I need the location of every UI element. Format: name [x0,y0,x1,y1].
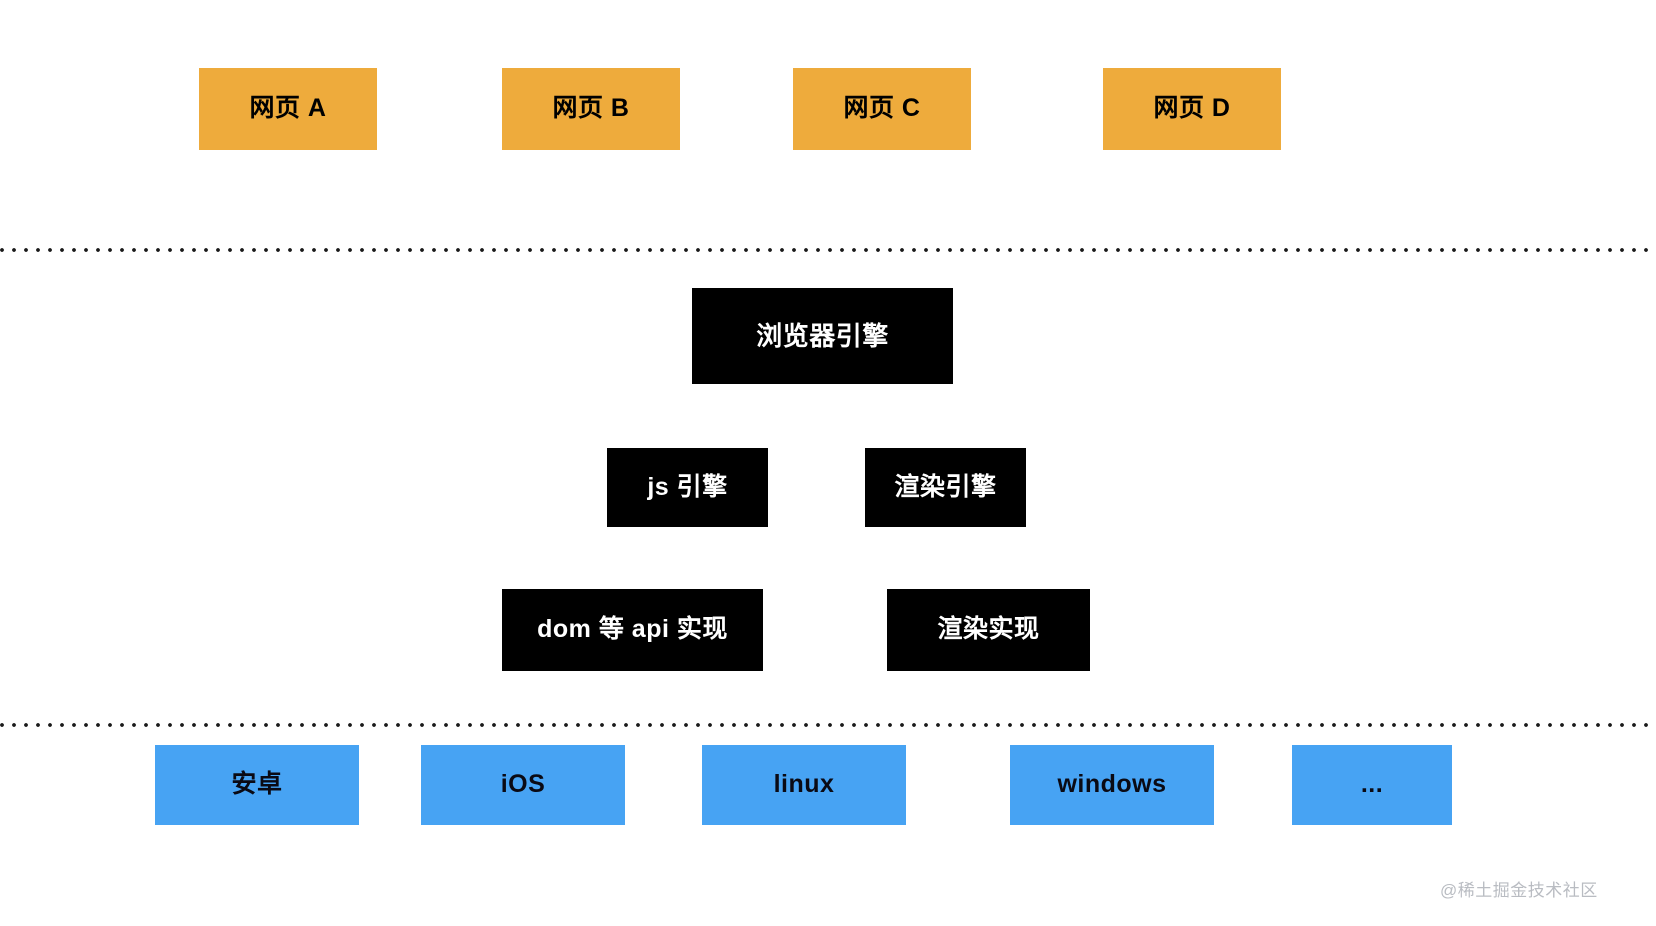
divider-top [0,248,1656,252]
browser-engine-box[interactable]: dom 等 api 实现 [502,589,763,671]
web-pages-box[interactable]: 网页 D [1103,68,1281,150]
web-pages-box[interactable]: 网页 B [502,68,680,150]
browser-engine-box[interactable]: 渲染引擎 [865,448,1026,527]
operating-systems-box[interactable]: windows [1010,745,1214,825]
operating-systems-box[interactable]: linux [702,745,906,825]
browser-engine-box[interactable]: 渲染实现 [887,589,1090,671]
web-pages-box[interactable]: 网页 C [793,68,971,150]
browser-engine-box[interactable]: js 引擎 [607,448,768,527]
operating-systems-box[interactable]: iOS [421,745,625,825]
watermark: @稀土掘金技术社区 [1440,881,1598,900]
operating-systems-box[interactable]: ... [1292,745,1452,825]
web-pages-box[interactable]: 网页 A [199,68,377,150]
browser-engine-box[interactable]: 浏览器引擎 [692,288,953,384]
divider-bottom [0,723,1656,727]
operating-systems-box[interactable]: 安卓 [155,745,359,825]
